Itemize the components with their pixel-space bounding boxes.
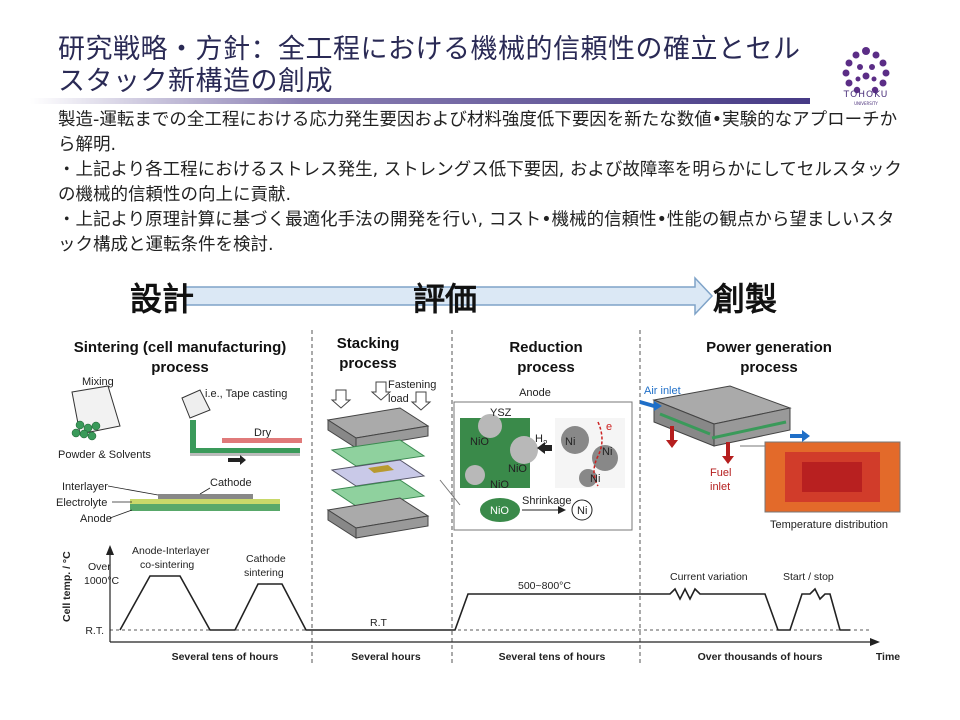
- label-fuel-inlet: inlet: [710, 481, 730, 493]
- label-ysz: YSZ: [490, 407, 512, 419]
- label-nio-1: NiO: [470, 436, 489, 448]
- reduction-title: Reduction: [509, 339, 582, 356]
- tohoku-logo-icon: [842, 47, 890, 94]
- power-title-2: process: [740, 359, 798, 376]
- tape-casting-illustration: [181, 389, 302, 465]
- label-ni-1: Ni: [565, 436, 575, 448]
- label-temp-range: 500~800°C: [518, 580, 571, 592]
- title-underline: [30, 98, 810, 104]
- label-over: Over: [88, 561, 111, 573]
- label-over-temp: 1000°C: [84, 575, 120, 587]
- label-rt: R.T.: [85, 625, 104, 637]
- label-nio-3: NiO: [490, 479, 509, 491]
- mixing-illustration: [71, 385, 121, 441]
- flow-arrow-icon: [184, 276, 714, 316]
- label-interlayer: Interlayer: [62, 481, 108, 493]
- process-diagram: Sintering (cell manufacturing) process S…: [56, 330, 901, 665]
- label-nio-2: NiO: [508, 463, 527, 475]
- label-cath-sinter-2: sintering: [244, 567, 284, 579]
- label-cath-sinter-1: Cathode: [246, 553, 286, 565]
- temperature-timeline: [106, 545, 880, 646]
- label-startstop: Start / stop: [783, 571, 834, 583]
- reduction-title-2: process: [517, 359, 575, 376]
- label-nio-small: NiO: [490, 505, 509, 517]
- duration-1: Several tens of hours: [172, 651, 279, 663]
- label-tape: i.e., Tape casting: [205, 388, 287, 400]
- label-fastening: Fastening: [388, 379, 436, 391]
- duration-2: Several hours: [351, 651, 421, 663]
- label-mixing: Mixing: [82, 376, 114, 388]
- duration-4: Over thousands of hours: [698, 651, 823, 663]
- label-anode: Anode: [80, 513, 112, 525]
- body-paragraph-1: 製造-運転までの全工程における応力発生要因および材料強度低下要因を新たな数値•実…: [58, 110, 898, 155]
- logo-text: TOHOKU: [843, 90, 889, 100]
- body-text: 製造-運転までの全工程における応力発生要因および材料強度低下要因を新たな数値•実…: [58, 108, 908, 258]
- power-title: Power generation: [706, 339, 832, 356]
- stage-create: 創製: [713, 280, 778, 318]
- label-cosinter-2: co-sintering: [140, 559, 194, 571]
- stacking-title-2: process: [339, 355, 397, 372]
- ylabel-celltemp: Cell temp. / °C: [61, 551, 73, 622]
- label-ni-2: Ni: [602, 446, 612, 458]
- stage-evaluate: 評価: [413, 280, 478, 318]
- label-powder: Powder & Solvents: [58, 449, 151, 461]
- cell-layers-illustration: [130, 494, 280, 511]
- label-dry: Dry: [254, 427, 272, 439]
- sintering-title-2: process: [151, 359, 209, 376]
- stage-design: 設計: [130, 280, 195, 318]
- xlabel-time: Time: [876, 651, 900, 663]
- label-rt-mid: R.T: [370, 617, 388, 629]
- label-electrolyte: Electrolyte: [56, 497, 107, 509]
- body-paragraph-3: ・上記より原理計算に基づく最適化手法の開発を行い, コスト•機械的信頼性•性能の…: [58, 210, 895, 255]
- logo-subtext: UNIVERSITY: [854, 101, 878, 106]
- label-shrinkage: Shrinkage: [522, 495, 572, 507]
- duration-3: Several tens of hours: [499, 651, 606, 663]
- slide-title: 研究戦略・方針：全工程における機械的信頼性の確立とセルスタック新構造の創成: [58, 34, 801, 97]
- label-electron: e: [606, 421, 612, 433]
- label-fastening-load: load: [388, 393, 409, 405]
- body-paragraph-2: ・上記より各工程におけるストレス発生, ストレングス低下要因, および故障率を明…: [58, 160, 902, 205]
- sintering-title: Sintering (cell manufacturing): [74, 339, 287, 356]
- label-current-var: Current variation: [670, 571, 748, 583]
- label-ni-3: Ni: [590, 473, 600, 485]
- label-h2-main: H: [535, 433, 543, 445]
- label-temp-dist: Temperature distribution: [770, 519, 888, 531]
- label-cosinter-1: Anode-Interlayer: [132, 545, 210, 557]
- reduction-illustration: [439, 401, 633, 531]
- label-h2-sub: 2: [543, 439, 548, 448]
- label-h2: H2: [535, 433, 548, 448]
- flow-arrow-row: 設計 評価 創製: [0, 272, 960, 322]
- label-cathode: Cathode: [210, 477, 252, 489]
- label-ni-small: Ni: [577, 505, 587, 517]
- label-anode-hdr: Anode: [519, 387, 551, 399]
- label-fuel: Fuel: [710, 467, 731, 479]
- stack-exploded-illustration: [326, 381, 432, 539]
- stacking-title: Stacking: [337, 335, 400, 352]
- power-stack-illustration: [640, 385, 901, 513]
- label-air-inlet: Air inlet: [644, 385, 681, 397]
